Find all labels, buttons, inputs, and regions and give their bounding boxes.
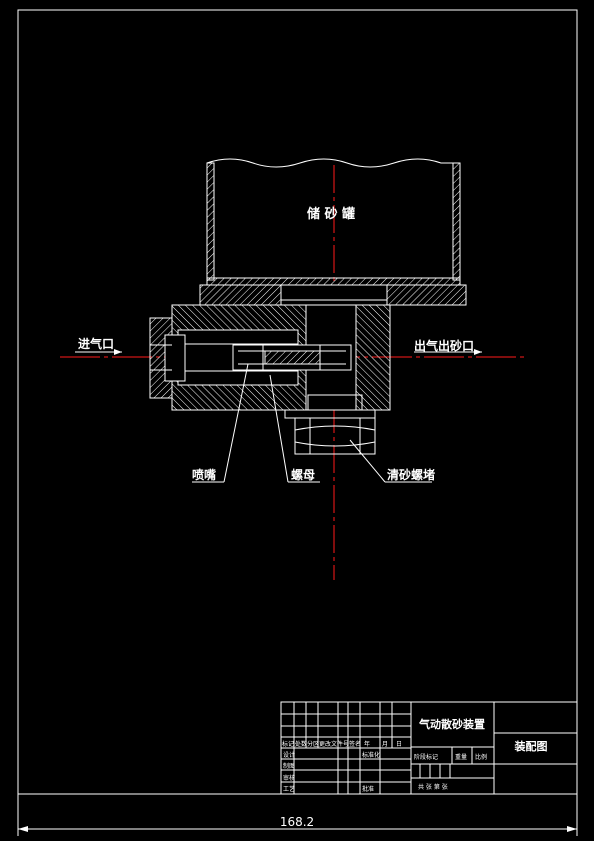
product-name: 气动散砂装置 bbox=[418, 717, 485, 731]
cleanout-plug bbox=[284, 394, 376, 455]
role-design: 设计 bbox=[283, 751, 295, 759]
nozzle-label: 喷嘴 bbox=[192, 467, 216, 482]
nut-label: 螺母 bbox=[291, 467, 315, 482]
outlet-label: 出气出砂口 bbox=[414, 338, 474, 353]
inlet-fitting bbox=[149, 317, 186, 399]
col-count: 处数 bbox=[295, 740, 307, 748]
scale-label: 比例 bbox=[475, 753, 487, 761]
role-standard: 标准化 bbox=[362, 751, 380, 759]
col-zone: 分区 bbox=[307, 740, 319, 748]
role-draw: 制图 bbox=[283, 762, 295, 770]
weight-label: 重量 bbox=[455, 753, 467, 761]
plug-label: 清砂螺堵 bbox=[387, 467, 435, 482]
role-approve: 批准 bbox=[362, 785, 374, 793]
revision-grid bbox=[281, 702, 411, 794]
title-block bbox=[280, 701, 578, 795]
sand-tank bbox=[199, 158, 467, 306]
col-day: 日 bbox=[396, 741, 402, 748]
col-mark: 标记 bbox=[282, 740, 294, 748]
role-check: 审核 bbox=[283, 774, 295, 782]
col-month: 月 bbox=[382, 741, 388, 748]
sheet-info: 共 张 第 张 bbox=[418, 783, 448, 791]
dimension-value: 168.2 bbox=[280, 815, 314, 829]
overall-dimension bbox=[17, 794, 578, 836]
stage-label: 阶段标记 bbox=[414, 753, 438, 761]
inlet-label: 进气口 bbox=[78, 336, 114, 351]
nozzle-assembly bbox=[232, 344, 352, 371]
role-process: 工艺 bbox=[283, 785, 295, 793]
leader-lines bbox=[192, 363, 432, 483]
vessel-label: 储 砂 罐 bbox=[306, 206, 355, 222]
col-sign: 签名 bbox=[349, 740, 361, 748]
drawing-type: 装配图 bbox=[514, 739, 548, 753]
col-change-doc: 更改文件号 bbox=[319, 740, 349, 748]
col-year: 年 bbox=[364, 740, 370, 748]
